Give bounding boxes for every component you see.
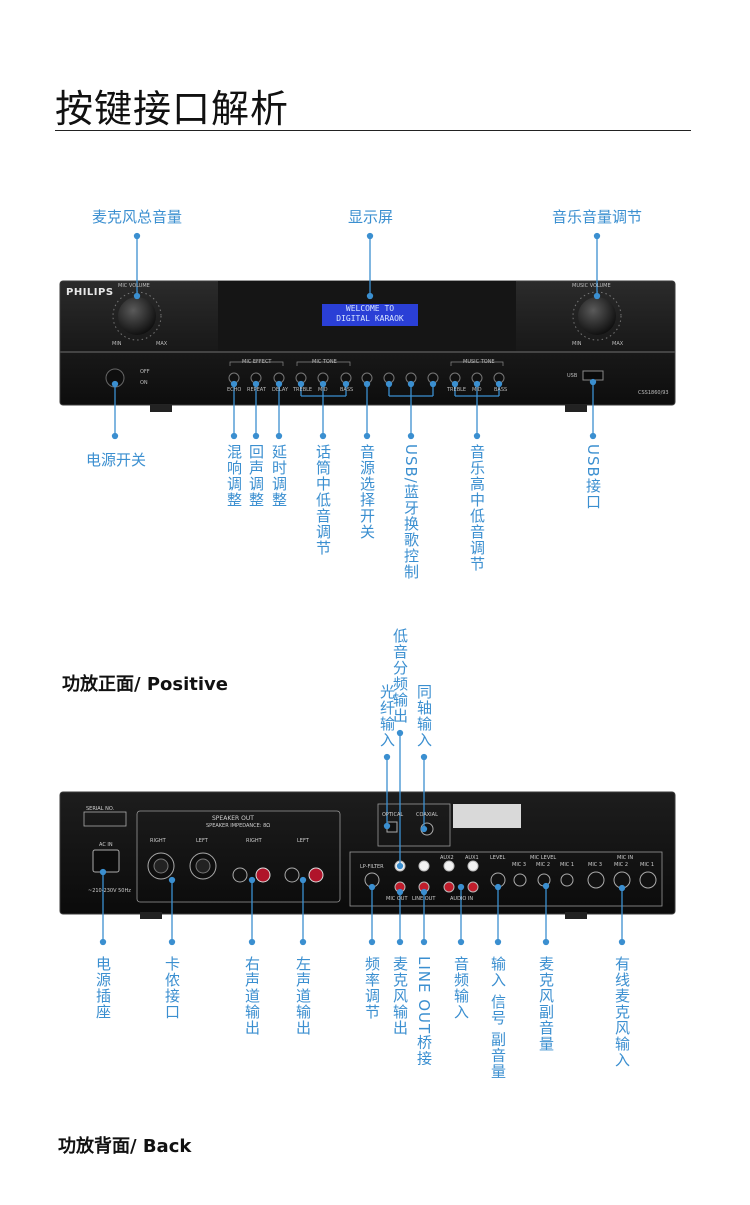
mic-out-label: MIC OUT	[386, 896, 408, 902]
title-divider	[55, 130, 691, 131]
callout-right-output: 右声道输出	[243, 956, 261, 1036]
brand-logo-text: PHILIPS	[66, 287, 114, 298]
music-bass-label: BASS	[494, 387, 508, 393]
music-treble-label: TREBLE	[447, 387, 467, 393]
callout-source-select: 音源选择开关	[358, 444, 376, 540]
callout-subwoofer-output: 低音分频输出	[391, 628, 409, 724]
mic-bass-label: BASS	[340, 387, 354, 393]
serial-label: SERIAL NO.	[86, 806, 115, 812]
power-on-label: ON	[140, 380, 148, 386]
callout-coaxial-input: 同轴输入	[415, 684, 433, 748]
callout-left-output: 左声道输出	[294, 956, 312, 1036]
music-volume-knob	[578, 297, 616, 335]
lp-filter-label: LP-FILTER	[360, 864, 384, 870]
mic-level-1-label: MIC 1	[560, 862, 575, 868]
mic-treble-label: TREBLE	[293, 387, 313, 393]
aux2-label: AUX2	[440, 855, 454, 861]
mic-min-label: MIN	[112, 341, 122, 347]
mic-level-3-label: MIC 3	[512, 862, 527, 868]
aux1-label: AUX1	[465, 855, 479, 861]
model-number: CSS1860/93	[638, 390, 669, 396]
usb-label: USB	[567, 373, 578, 379]
voltage-label: ~210-230V 50Hz	[88, 888, 131, 894]
mic-in-3-label: MIC 3	[588, 862, 603, 868]
callout-wired-mic-input: 有线麦克风输入	[613, 956, 631, 1068]
callout-power-switch: 电源开关	[86, 451, 147, 469]
page-title: 按键接口解析	[55, 87, 290, 131]
music-mid-label: MID	[472, 387, 482, 393]
mic-effect-label: MIC EFFECT	[242, 359, 272, 365]
callout-usb-port: USB接口	[584, 444, 602, 510]
music-max-label: MAX	[612, 341, 624, 347]
front-device	[59, 280, 676, 412]
callout-input-level: 输入 信号 副音量	[489, 956, 507, 1080]
ac-in-label: AC IN	[99, 842, 113, 848]
optical-label: OPTICAL	[382, 812, 404, 818]
callout-music-tone: 音乐高中低音调节	[468, 444, 486, 572]
callout-frequency-adjust: 频率调节	[363, 956, 381, 1020]
mic-in-1-label: MIC 1	[640, 862, 655, 868]
mic-max-label: MAX	[156, 341, 168, 347]
line-out-label: LINE OUT	[412, 896, 436, 902]
echo-label: ECHO	[227, 387, 242, 393]
music-min-label: MIN	[572, 341, 582, 347]
music-volume-label: MUSIC VOLUME	[572, 283, 611, 289]
callout-mic-master-volume: 麦克风总音量	[92, 208, 183, 226]
back-callout-lines	[99, 729, 626, 946]
speaker-out-label: SPEAKER OUT	[212, 815, 254, 822]
callout-audio-input: 音频输入	[452, 956, 470, 1020]
coaxial-label: COAXIAL	[416, 812, 438, 818]
callout-delay: 延时调整	[270, 444, 288, 508]
mic-in-2-label: MIC 2	[614, 862, 629, 868]
lcd-line-2: DIGITAL KARAOK	[336, 314, 404, 323]
callout-optical-input: 光纤输入	[378, 684, 396, 748]
post-left-label: LEFT	[297, 838, 309, 844]
level-label: LEVEL	[490, 855, 506, 861]
front-callout-lines	[111, 232, 601, 440]
mic-volume-label: MIC VOLUME	[118, 283, 150, 289]
mic-level-label: MIC LEVEL	[530, 855, 557, 861]
mic-mid-label: MID	[318, 387, 328, 393]
callout-reverb: 混响调整	[225, 444, 243, 508]
repeat-label: REPEAT	[247, 387, 266, 393]
audio-in-label: AUDIO IN	[450, 896, 474, 902]
callout-line-out-bridge: LINE OUT桥接	[415, 956, 433, 1067]
mic-in-label: MIC IN	[617, 855, 634, 861]
post-right-label: RIGHT	[246, 838, 262, 844]
callout-mic-tone: 话筒中低音调节	[314, 444, 332, 556]
section-label-front: 功放正面/ Positive	[62, 674, 228, 695]
speakon-left-label: LEFT	[196, 838, 208, 844]
lcd-line-1: WELCOME TO	[345, 304, 395, 313]
callout-ac-socket: 电源插座	[94, 956, 112, 1020]
speakon-right-label: RIGHT	[150, 838, 166, 844]
callout-mic-output: 麦克风输出	[391, 956, 409, 1036]
power-off-label: OFF	[140, 369, 150, 375]
callout-usb-bluetooth: USB/蓝牙换歌控制	[402, 444, 420, 580]
callout-music-volume: 音乐音量调节	[552, 208, 643, 226]
lcd-display: WELCOME TO DIGITAL KARAOK	[322, 304, 418, 326]
section-label-back: 功放背面/ Back	[58, 1136, 192, 1157]
music-tone-label: MUSIC TONE	[463, 359, 495, 365]
callout-echo: 回声调整	[247, 444, 265, 508]
callout-mic-sub-volume: 麦克风副音量	[537, 956, 555, 1052]
mic-volume-knob	[118, 297, 156, 335]
mic-level-2-label: MIC 2	[536, 862, 551, 868]
delay-label: DELAY	[272, 387, 288, 393]
callout-speakon: 卡侬接口	[163, 956, 181, 1020]
back-device	[59, 791, 676, 919]
impedance-label: SPEAKER IMPEDANCE: 8Ω	[206, 823, 271, 829]
callout-display: 显示屏	[348, 208, 394, 226]
mic-tone-label: MIC TONE	[312, 359, 337, 365]
